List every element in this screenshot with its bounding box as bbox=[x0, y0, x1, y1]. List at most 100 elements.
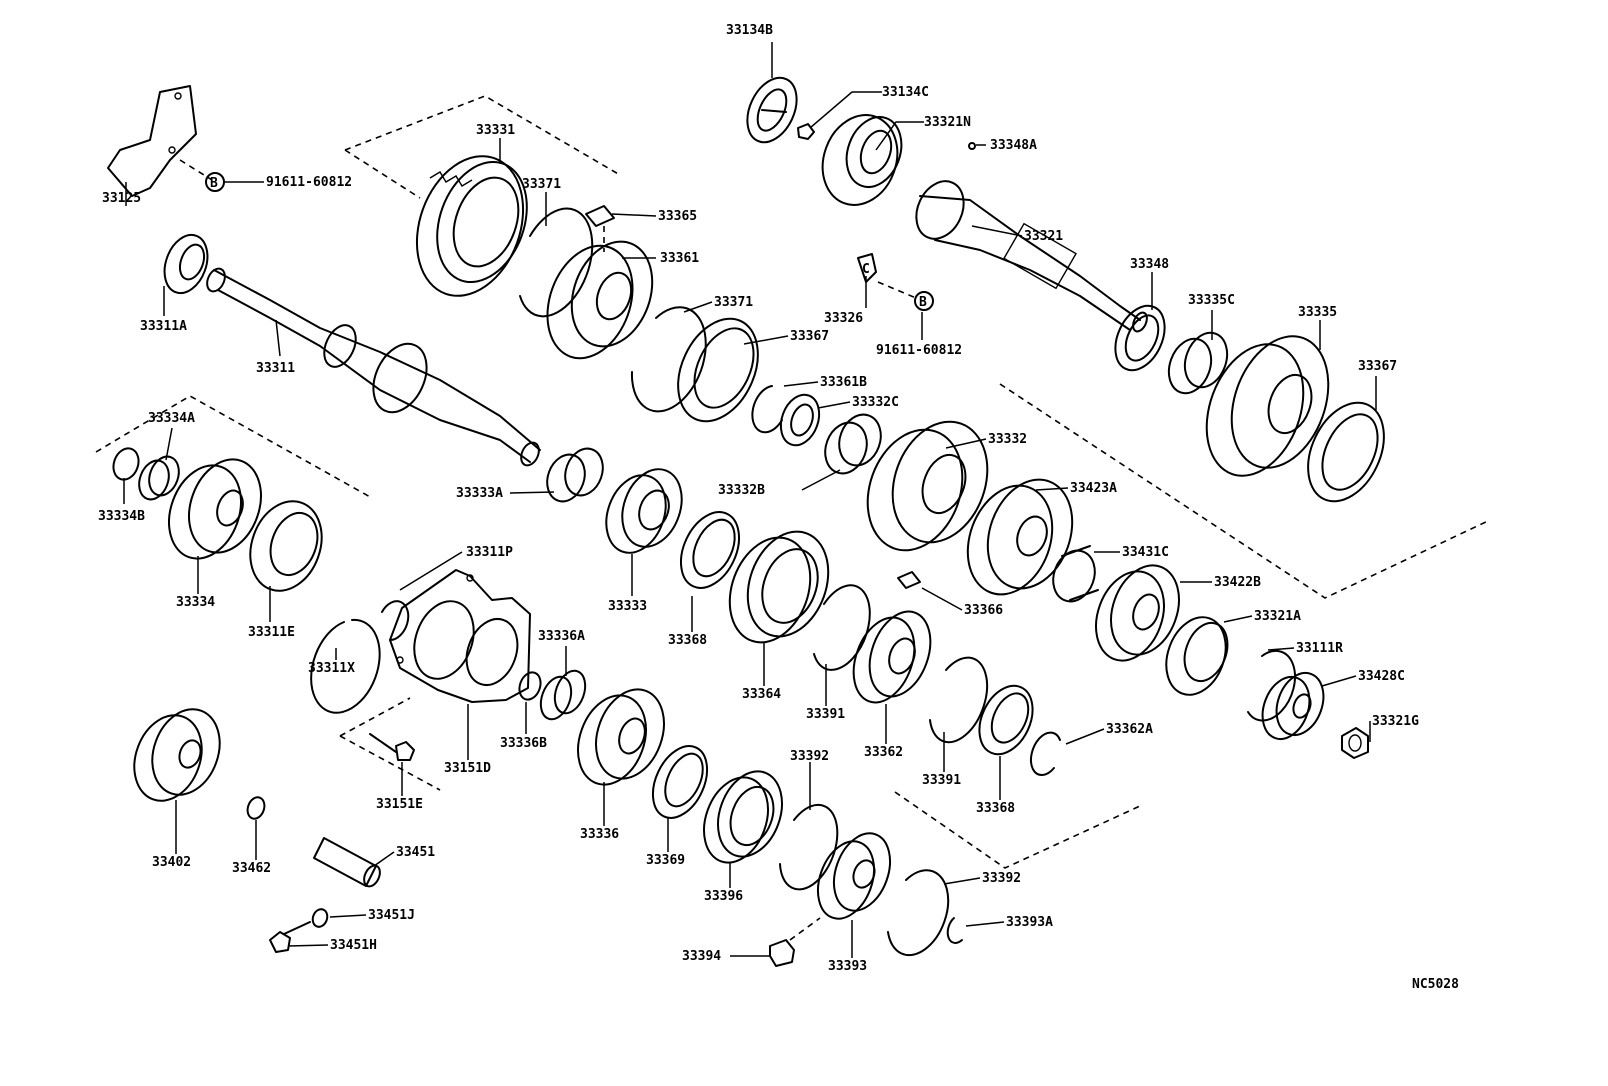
label-33368-b: 33368 bbox=[976, 801, 1015, 816]
bearing-33311e bbox=[249, 500, 323, 592]
label-33335: 33335 bbox=[1298, 305, 1337, 320]
ball-33348a bbox=[968, 142, 976, 150]
snap-ring-33391-a bbox=[813, 584, 871, 671]
clutch-hub-33361 bbox=[546, 240, 654, 360]
intermediate-plate-33151d bbox=[389, 569, 531, 703]
snap-ring-33311p bbox=[381, 600, 410, 642]
label-33423a: 33423A bbox=[1070, 481, 1117, 496]
label-33367-b: 33367 bbox=[1358, 359, 1397, 374]
label-33361: 33361 bbox=[660, 251, 699, 266]
label-91611-60812-a: 91611-60812 bbox=[266, 175, 352, 190]
label-33402: 33402 bbox=[152, 855, 191, 870]
bearing-33311a bbox=[163, 233, 209, 295]
label-33333: 33333 bbox=[608, 599, 647, 614]
washer-33462 bbox=[246, 796, 266, 820]
synchronizer-ring-33367-b bbox=[1307, 401, 1385, 503]
shifting-key-33394 bbox=[769, 939, 795, 967]
snap-ring-33111r bbox=[1247, 649, 1296, 722]
group-outline-synchro-hub-side bbox=[344, 149, 421, 199]
group-outline-synchro-hub bbox=[344, 95, 621, 176]
label-33451h: 33451H bbox=[330, 938, 377, 953]
label-33321n: 33321N bbox=[924, 115, 971, 130]
label-33311e: 33311E bbox=[248, 625, 295, 640]
thrust-washer-33348 bbox=[1114, 304, 1166, 372]
clutch-hub-33393 bbox=[816, 832, 892, 920]
label-33462: 33462 bbox=[232, 861, 271, 876]
needle-bearing-33336a bbox=[539, 669, 587, 721]
synchronizer-ring-33368-b bbox=[978, 684, 1034, 756]
bolt-33451h bbox=[269, 921, 311, 953]
shifting-key-33365 bbox=[585, 205, 615, 227]
oil-seal-plate-33134b bbox=[746, 76, 798, 144]
label-33362a: 33362A bbox=[1106, 722, 1153, 737]
label-33311: 33311 bbox=[256, 361, 295, 376]
needle-bearing-33332b bbox=[824, 413, 882, 475]
label-33428c: 33428C bbox=[1358, 669, 1405, 684]
label-33396: 33396 bbox=[704, 889, 743, 904]
label-33393a: 33393A bbox=[1006, 915, 1053, 930]
label-33371-a: 33371 bbox=[522, 177, 561, 192]
label-33336a: 33336A bbox=[538, 629, 585, 644]
snap-ring-33371-b bbox=[630, 306, 707, 413]
label-33334a: 33334A bbox=[148, 411, 195, 426]
label-33336: 33336 bbox=[580, 827, 619, 842]
snap-ring-33311x bbox=[310, 618, 381, 714]
label-33332c: 33332C bbox=[852, 395, 899, 410]
snap-ring-33362a bbox=[1029, 731, 1061, 777]
input-shaft-33311 bbox=[206, 267, 541, 467]
output-shaft-33321 bbox=[915, 180, 1148, 333]
snap-ring-33392-a bbox=[779, 803, 839, 891]
label-33392-a: 33392 bbox=[790, 749, 829, 764]
label-33311a: 33311A bbox=[140, 319, 187, 334]
svg-text:C: C bbox=[862, 262, 870, 277]
gear-33333 bbox=[605, 468, 683, 554]
label-33321g: 33321G bbox=[1372, 714, 1419, 729]
label-33422b: 33422B bbox=[1214, 575, 1261, 590]
bolt-33151e bbox=[369, 733, 415, 761]
ring-33336b bbox=[518, 671, 542, 701]
label-33333a: 33333A bbox=[456, 486, 503, 501]
nut-33321g bbox=[1341, 727, 1369, 759]
clutch-hub-33362 bbox=[852, 610, 932, 704]
label-33336b: 33336B bbox=[500, 736, 547, 751]
synchronizer-ring-33367-a bbox=[677, 317, 759, 423]
snap-ring-33361b bbox=[751, 385, 783, 434]
idler-shaft-33451 bbox=[313, 837, 381, 888]
needle-bearing-33335c bbox=[1167, 331, 1229, 395]
label-33366: 33366 bbox=[964, 603, 1003, 618]
gear-33336 bbox=[577, 688, 665, 786]
gear-33335 bbox=[1205, 335, 1330, 477]
snap-ring-33391-b bbox=[929, 656, 989, 744]
snap-ring-33392-b bbox=[887, 869, 950, 957]
label-33348: 33348 bbox=[1130, 257, 1169, 272]
bearing-33321a bbox=[1165, 616, 1229, 696]
gear-33402 bbox=[133, 708, 221, 802]
label-33362: 33362 bbox=[864, 745, 903, 760]
label-33391-b: 33391 bbox=[922, 773, 961, 788]
label-33326: 33326 bbox=[824, 311, 863, 326]
gear-33428c bbox=[1261, 672, 1325, 740]
svg-text:B: B bbox=[210, 176, 218, 191]
gear-33332 bbox=[866, 420, 989, 552]
bearing-33321n bbox=[821, 114, 903, 206]
plug-33134c bbox=[797, 123, 815, 140]
label-33311p: 33311P bbox=[466, 545, 513, 560]
label-33391-a: 33391 bbox=[806, 707, 845, 722]
clip-ref-marker: C bbox=[857, 253, 917, 299]
collar-33431c bbox=[1052, 545, 1099, 603]
synchronizer-sleeve-33396 bbox=[703, 770, 783, 864]
bracket-33125 bbox=[107, 85, 213, 197]
label-33431c: 33431C bbox=[1122, 545, 1169, 560]
part-labels: 33134B 33134C 33321N 33348A 33331 33371 … bbox=[98, 23, 1459, 992]
snap-ring-33371-a bbox=[519, 207, 594, 318]
ring-33332c bbox=[779, 393, 821, 447]
label-33151e: 33151E bbox=[376, 797, 423, 812]
label-33371-b: 33371 bbox=[714, 295, 753, 310]
label-33134b: 33134B bbox=[726, 23, 773, 38]
synchronizer-sleeve-33331 bbox=[415, 155, 528, 297]
leader-lines bbox=[123, 42, 1377, 958]
label-33335c: 33335C bbox=[1188, 293, 1235, 308]
label-33367-a: 33367 bbox=[790, 329, 829, 344]
label-33361b: 33361B bbox=[820, 375, 867, 390]
